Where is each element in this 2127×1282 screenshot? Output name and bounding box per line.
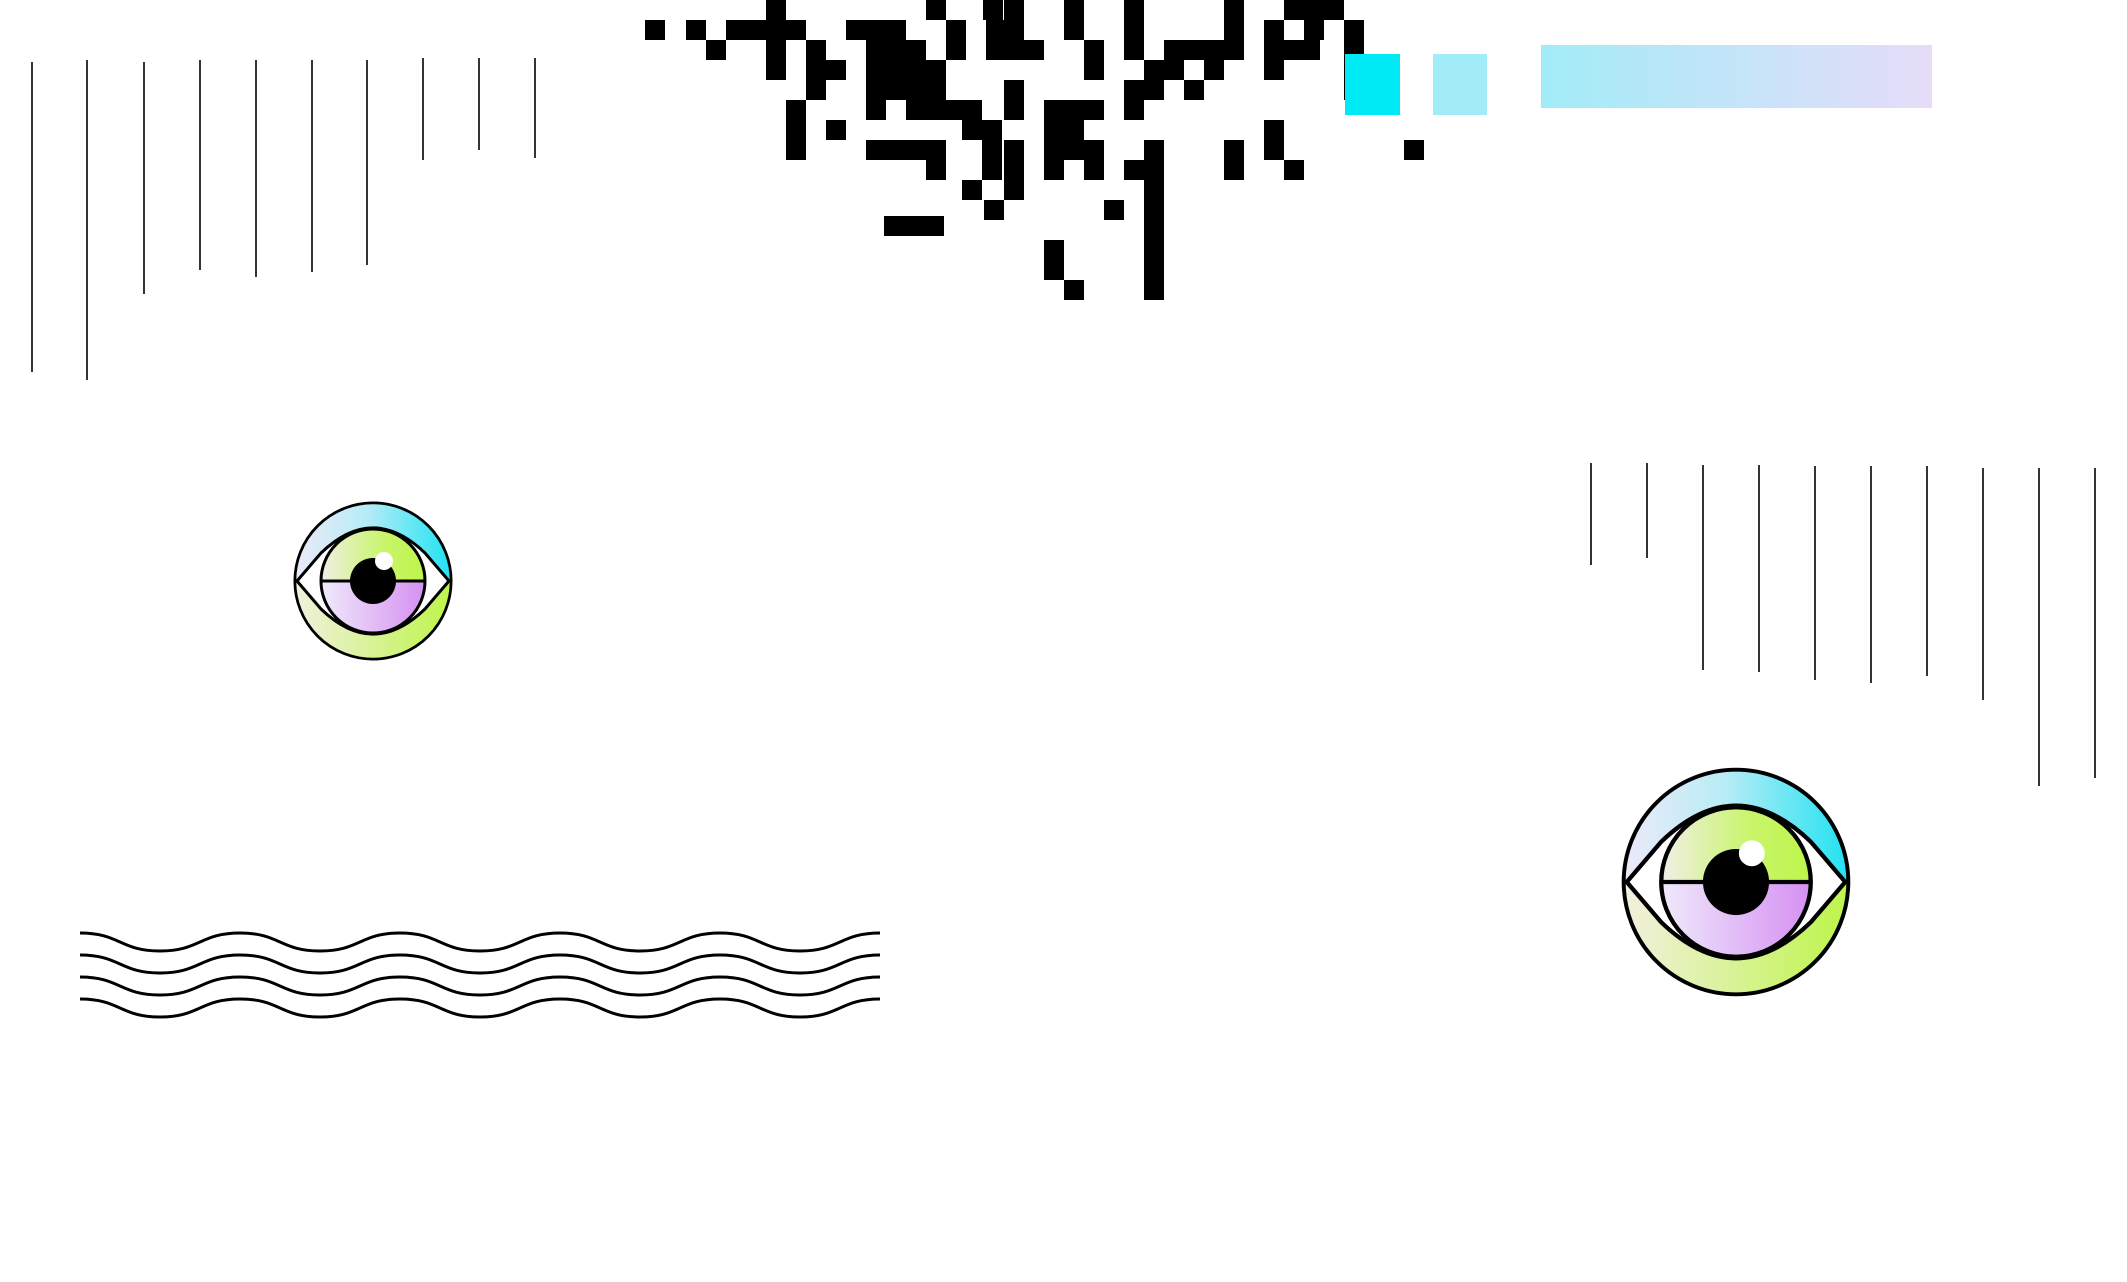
pixel-block: [1144, 140, 1164, 300]
pixel-block: [926, 60, 946, 80]
pixel-block: [1124, 0, 1144, 60]
pixel-block: [982, 160, 1002, 180]
pixel-block: [1144, 60, 1164, 100]
eye-icon: [293, 501, 453, 661]
cyan-swatch: [1345, 54, 1400, 115]
pixel-block: [1064, 280, 1084, 300]
pixel-block: [786, 20, 806, 40]
pixel-block: [926, 80, 946, 100]
color-swatches: [1345, 45, 1932, 115]
pixel-block: [786, 100, 806, 160]
wave-line: [79, 931, 881, 953]
pixel-block: [1264, 140, 1284, 160]
pixel-block: [984, 200, 1004, 220]
pixel-block: [1264, 20, 1284, 60]
pixel-block: [1204, 60, 1224, 80]
pixel-block: [1144, 140, 1164, 160]
pixel-block: [1084, 40, 1104, 80]
pixel-block: [1124, 160, 1144, 180]
pixel-block: [1084, 160, 1104, 180]
pixel-block: [1184, 40, 1244, 60]
pixel-block: [1124, 80, 1144, 100]
gradient-bar: [1541, 45, 1932, 108]
light-cyan-swatch: [1433, 54, 1487, 115]
pixel-block: [806, 40, 826, 60]
pixel-block: [922, 100, 982, 120]
wave-line: [79, 997, 881, 1019]
pixel-block: [1064, 140, 1084, 160]
pixel-block: [766, 0, 786, 80]
pixel-glitch-pattern: [645, 0, 1424, 300]
pixel-block: [645, 20, 665, 40]
pixel-block: [886, 80, 926, 100]
pixel-block: [1224, 0, 1244, 40]
pixel-block: [1404, 140, 1424, 160]
pixel-block: [1224, 140, 1244, 180]
pixel-block: [686, 20, 706, 40]
pixel-block: [1064, 120, 1084, 140]
pixel-block: [1044, 260, 1064, 280]
wave-line: [79, 953, 881, 975]
pixel-block: [1004, 140, 1024, 180]
pixel-block: [1284, 40, 1304, 60]
pixel-block: [1184, 80, 1204, 100]
pixel-block: [886, 60, 906, 80]
pixel-block: [982, 120, 1002, 140]
grid-pattern-right: [1568, 463, 2127, 786]
pixel-block: [826, 60, 846, 80]
pixel-block: [1284, 160, 1304, 180]
pixel-block: [846, 20, 906, 40]
pixel-block: [1044, 100, 1104, 120]
pixel-block: [1004, 180, 1024, 200]
pixel-block: [1004, 80, 1024, 100]
pixel-block: [866, 100, 886, 120]
pixel-block: [826, 120, 846, 140]
pixel-block: [1284, 0, 1344, 20]
wave-lines: [79, 931, 881, 1019]
pixel-block: [1264, 120, 1284, 140]
pixel-block: [866, 40, 886, 100]
pixel-block: [906, 60, 926, 80]
pixel-block: [1104, 200, 1124, 220]
pixel-block: [1004, 40, 1044, 60]
pixel-block: [982, 140, 1002, 160]
pixel-block: [1064, 0, 1084, 40]
pixel-block: [1300, 40, 1320, 60]
pixel-block: [806, 60, 826, 100]
pixel-block: [706, 40, 726, 60]
pixel-block: [1164, 60, 1184, 80]
pixel-block: [1124, 100, 1144, 120]
eye-icon: [1624, 770, 1848, 994]
pixel-block: [884, 216, 944, 236]
wave-line: [79, 975, 881, 997]
pixel-block: [866, 140, 946, 160]
pixel-block: [926, 160, 946, 180]
pixel-block: [962, 120, 982, 140]
pixel-block: [962, 180, 982, 200]
pixel-block: [1004, 100, 1024, 120]
pixel-block: [986, 20, 1006, 60]
pixel-block: [1264, 60, 1284, 80]
pixel-block: [926, 0, 946, 20]
pixel-block: [1044, 120, 1064, 140]
grid-pattern-top-left: [0, 58, 558, 380]
pixel-block: [946, 20, 966, 60]
pixel-block: [1304, 20, 1324, 40]
pixel-block: [886, 40, 926, 60]
pixel-block: [983, 0, 1003, 20]
